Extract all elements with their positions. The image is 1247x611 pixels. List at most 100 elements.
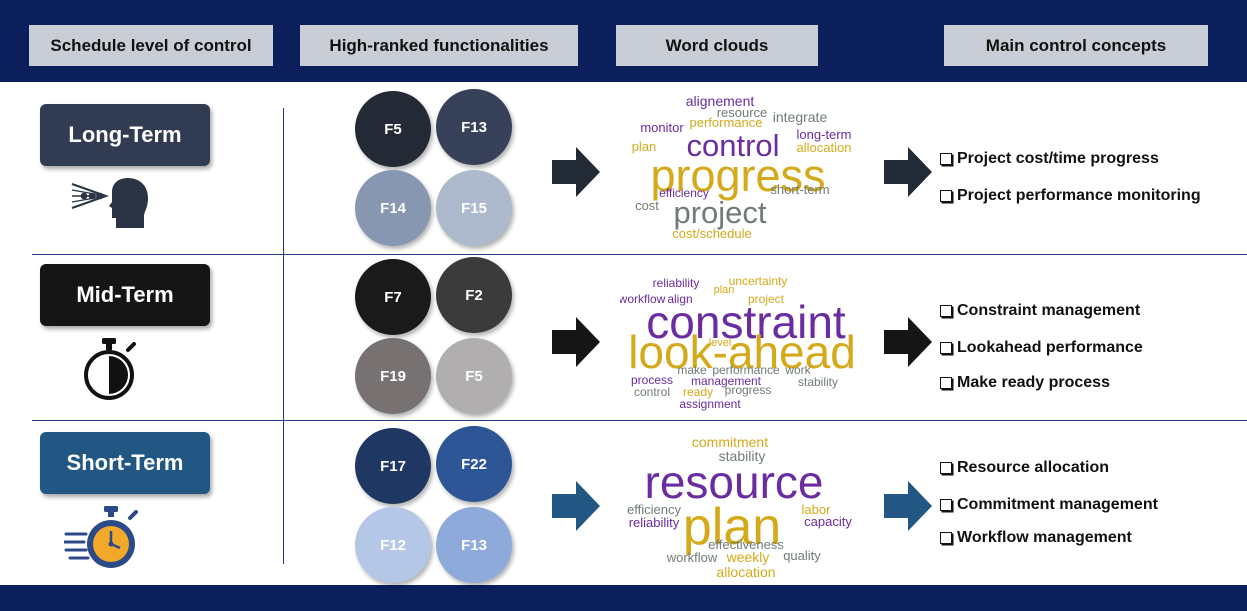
arrow-right-icon: [884, 147, 932, 197]
cloud-word: management: [691, 374, 762, 388]
functionality-circle: F5: [355, 91, 431, 167]
cloud-word: level: [709, 337, 732, 349]
cloud-word: control: [686, 128, 779, 163]
cloud-word: alignement: [686, 93, 755, 109]
header-word-clouds: Word clouds: [616, 25, 818, 66]
cloud-word: control: [634, 385, 670, 399]
cloud-word: project: [748, 292, 785, 306]
cloud-word: work: [784, 363, 811, 377]
functionality-circle: F14: [355, 170, 431, 246]
cloud-word: progress: [725, 383, 772, 397]
cloud-word: short-term: [770, 182, 829, 197]
cloud-word: weekly: [726, 549, 770, 565]
cloud-word: capacity: [804, 514, 852, 529]
cloud-word: reliability: [653, 276, 700, 290]
concept-label: Workflow management: [957, 529, 1132, 546]
checkbox-icon: [940, 499, 952, 511]
arrow-right-icon: [552, 147, 600, 197]
cloud-word: resource: [645, 456, 824, 508]
functionality-circle: F2: [436, 257, 512, 333]
level-long-term: Long-Term: [40, 104, 210, 166]
cloud-word: process: [631, 373, 673, 387]
cloud-word: quality: [783, 548, 821, 563]
functionality-circle: F22: [436, 426, 512, 502]
cloud-word: allocation: [797, 140, 852, 155]
checkbox-icon: [940, 342, 952, 354]
cloud-word: align: [667, 292, 692, 306]
cloud-word: make: [677, 363, 707, 377]
cloud-word: commitment: [692, 434, 768, 450]
cloud-word: long-term: [797, 127, 852, 142]
concept-label: Project performance monitoring: [957, 187, 1201, 204]
arrow-right-icon: [552, 317, 600, 367]
fast-stopwatch-icon: [64, 506, 138, 568]
concept-item: Constraint management: [940, 302, 1140, 320]
cloud-word: stability: [798, 375, 838, 389]
cloud-word: allocation: [716, 564, 775, 580]
header-level: Schedule level of control: [29, 25, 273, 66]
cloud-word: uncertainty: [729, 274, 788, 288]
cloud-word: labor: [802, 502, 832, 517]
checkbox-icon: [940, 462, 952, 474]
cloud-word: cost/schedule: [672, 226, 752, 241]
functionality-circle: F15: [436, 170, 512, 246]
concept-item: Lookahead performance: [940, 339, 1143, 357]
checkbox-icon: [940, 305, 952, 317]
concept-item: Project performance monitoring: [940, 187, 1201, 205]
word-cloud-mid-term: reliability uncertainty plan workflow al…: [620, 274, 856, 411]
concept-item: Project cost/time progress: [940, 150, 1159, 168]
cloud-word: performance: [690, 115, 763, 130]
concept-label: Commitment management: [957, 496, 1158, 513]
concept-item: Commitment management: [940, 496, 1158, 514]
cloud-word: performance: [712, 363, 780, 377]
cloud-word: efficiency: [659, 186, 709, 200]
functionality-circle: F13: [436, 507, 512, 583]
functionality-circle: F12: [355, 507, 431, 583]
concept-item: Resource allocation: [940, 459, 1109, 477]
cloud-word: integrate: [773, 109, 828, 125]
word-cloud-long-term: alignement resource monitor performance …: [632, 93, 852, 241]
concept-label: Lookahead performance: [957, 339, 1143, 356]
cloud-word: progress: [650, 150, 825, 201]
header-concepts: Main control concepts: [944, 25, 1208, 66]
concept-label: Constraint management: [957, 302, 1141, 319]
concept-label: Resource allocation: [957, 459, 1110, 476]
checkbox-icon: [940, 377, 952, 389]
cloud-word: look-ahead: [628, 326, 856, 378]
functionality-circle: F13: [436, 89, 512, 165]
cloud-word: plan: [714, 284, 735, 296]
cloud-word: workflow: [620, 292, 666, 306]
level-mid-term: Mid-Term: [40, 264, 210, 326]
functionality-circle: F5: [436, 338, 512, 414]
cloud-word: monitor: [640, 120, 684, 135]
arrow-right-icon: [884, 317, 932, 367]
cloud-word: reliability: [629, 515, 680, 530]
cloud-word: cost: [635, 198, 659, 213]
cloud-word: project: [673, 195, 766, 230]
word-cloud-short-term: commitment stability resource efficiency…: [627, 434, 852, 580]
cloud-word: efficiency: [627, 502, 681, 517]
cloud-word: workflow: [666, 550, 718, 565]
cloud-word: constraint: [646, 296, 846, 348]
cloud-word: ready: [683, 385, 713, 399]
concept-label: Project cost/time progress: [957, 150, 1159, 167]
functionality-circle: F7: [355, 259, 431, 335]
column-divider: [283, 108, 284, 564]
concept-item: Workflow management: [940, 529, 1132, 547]
level-short-term: Short-Term: [40, 432, 210, 494]
header-functionalities: High-ranked functionalities: [300, 25, 578, 66]
checkbox-icon: [940, 153, 952, 165]
concept-item: Make ready process: [940, 374, 1110, 392]
arrow-right-icon: [884, 481, 932, 531]
cloud-word: plan: [683, 498, 781, 556]
cloud-word: plan: [632, 139, 657, 154]
concept-label: Make ready process: [957, 374, 1110, 391]
row-divider: [32, 254, 1247, 255]
checkbox-icon: [940, 532, 952, 544]
cloud-word: resource: [717, 105, 768, 120]
person-thinking-icon: [71, 178, 148, 228]
checkbox-icon: [940, 190, 952, 202]
row-divider: [32, 420, 1247, 421]
footer-bar: [0, 585, 1247, 611]
stopwatch-icon: [84, 338, 136, 400]
